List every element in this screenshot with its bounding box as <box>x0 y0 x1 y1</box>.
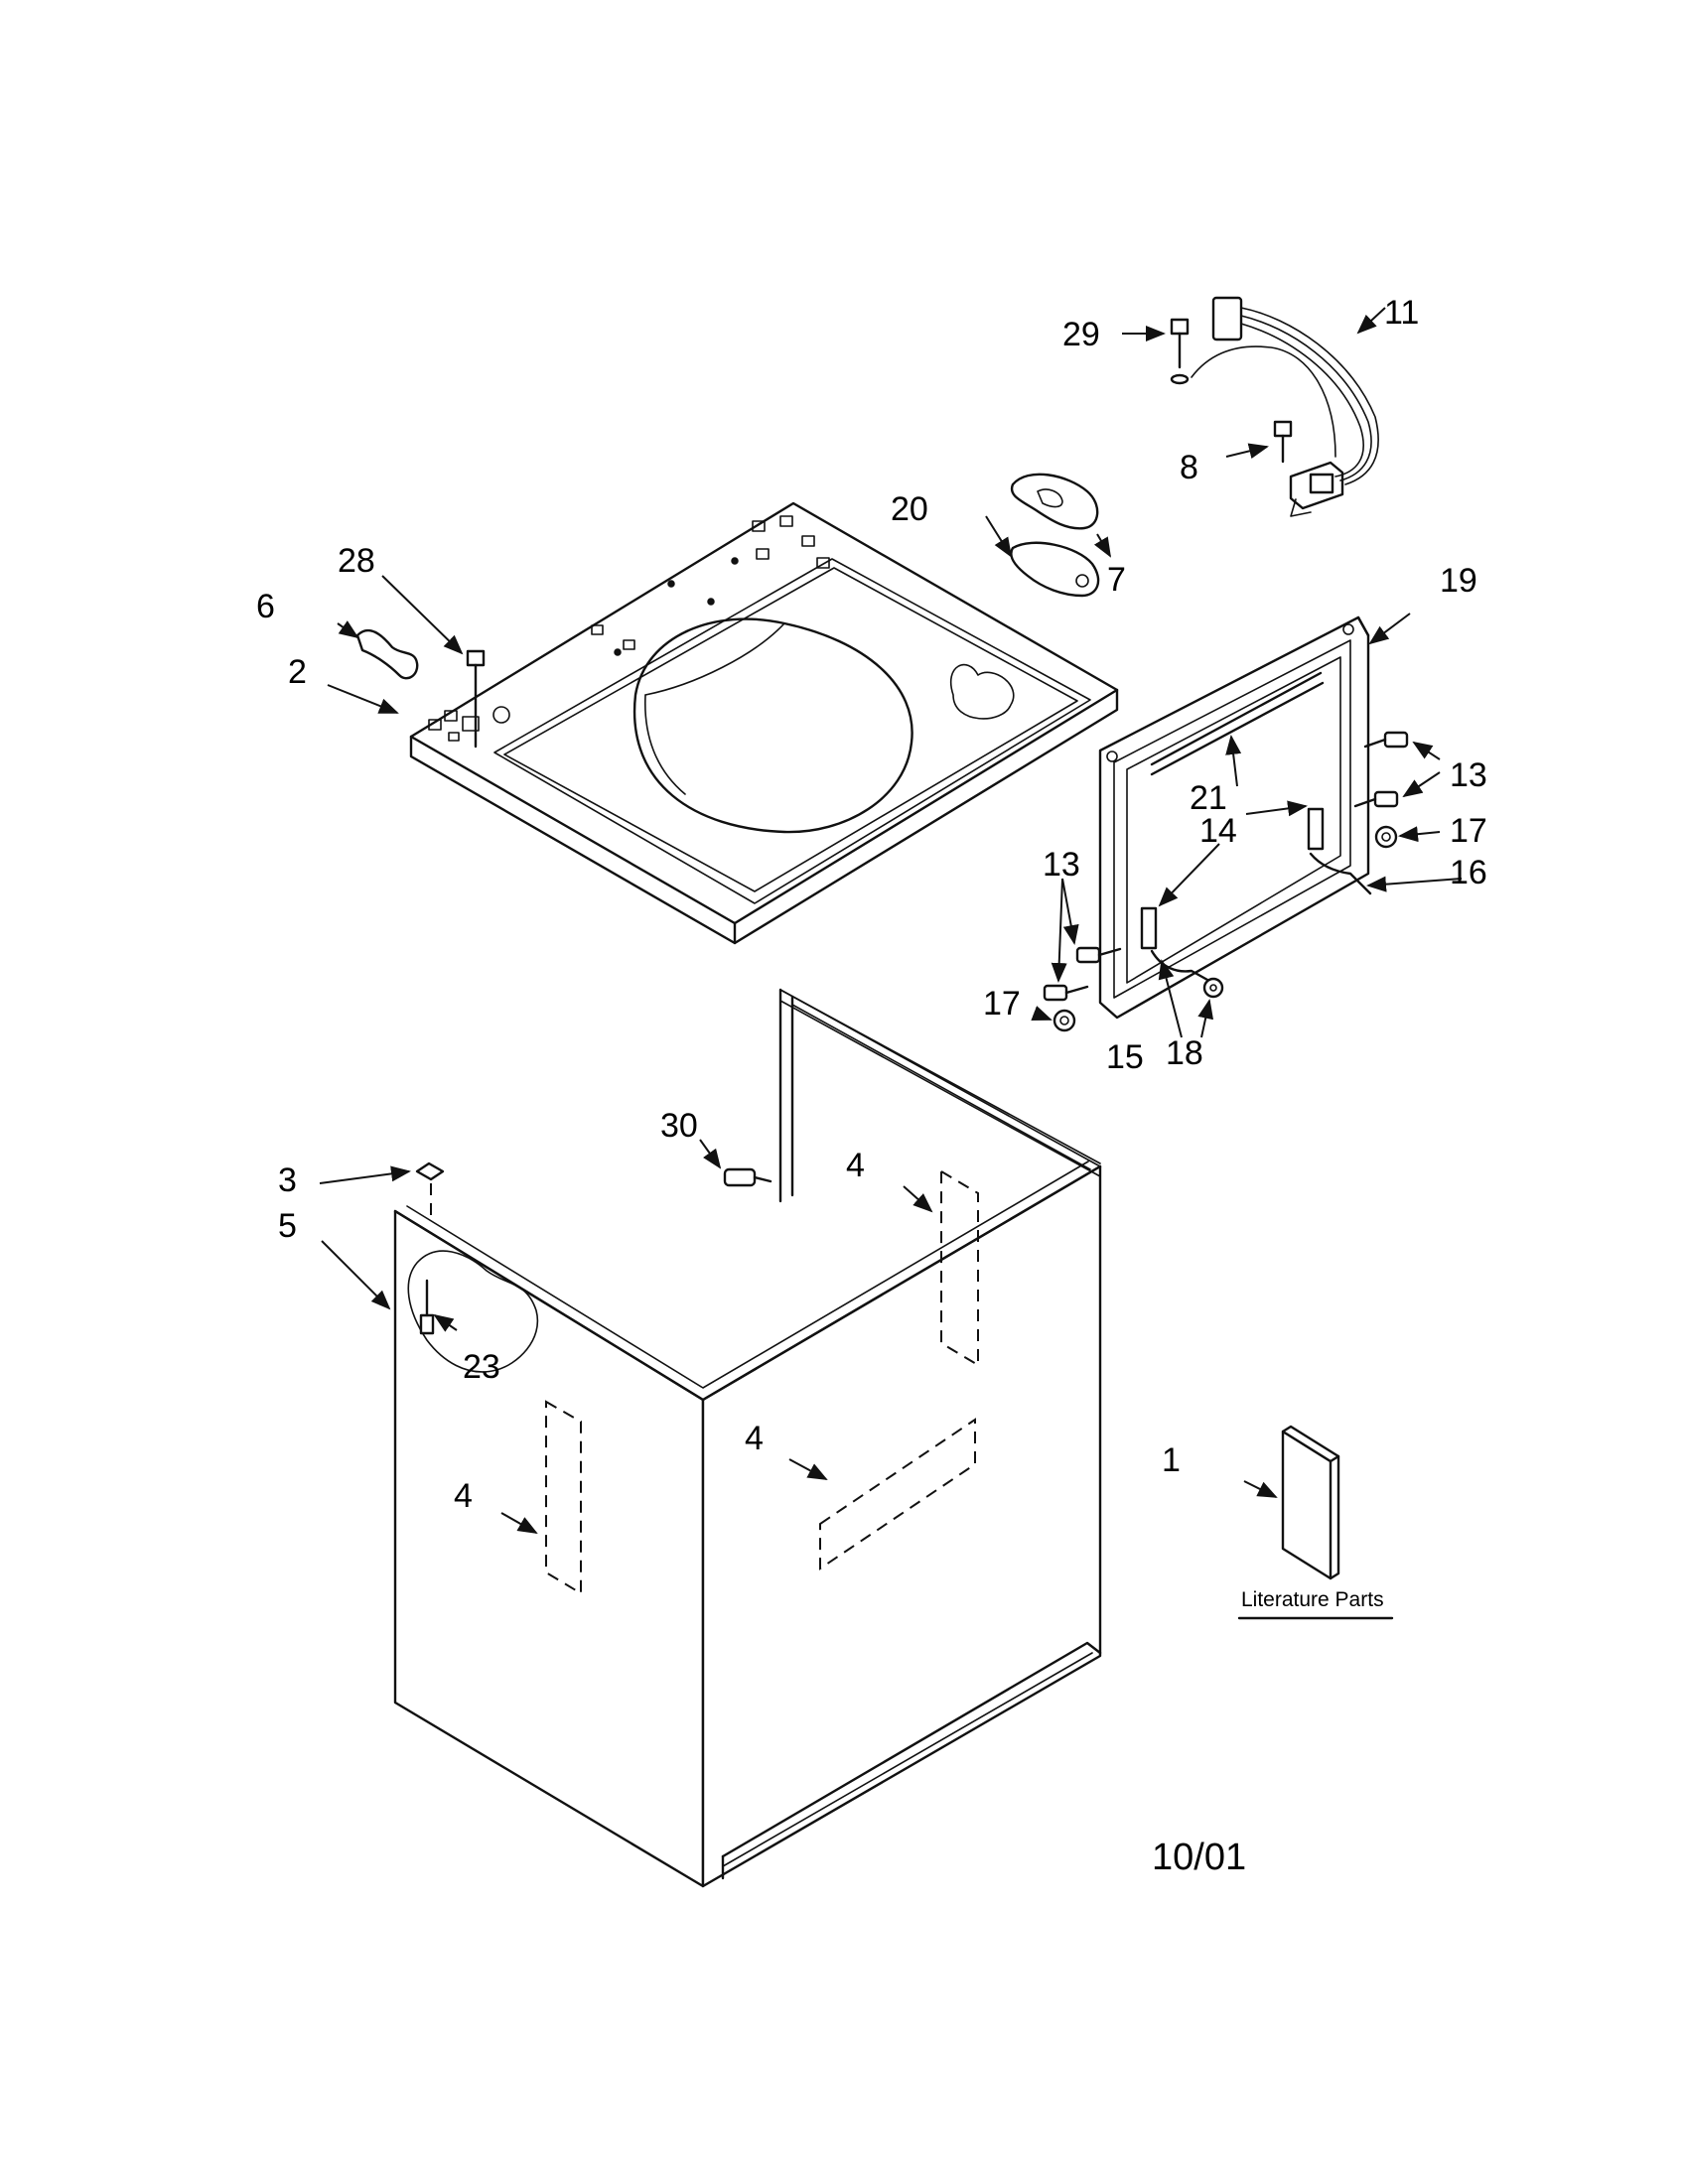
callout-21: 21 <box>1190 779 1227 817</box>
screw-icon <box>1353 790 1399 808</box>
switch-bracket-icon <box>466 649 486 749</box>
callout-5: 5 <box>278 1207 297 1245</box>
callout-4: 4 <box>454 1477 473 1515</box>
screw-icon <box>1363 731 1409 749</box>
ground-screw-icon <box>1170 318 1190 385</box>
wire-harness-icon <box>1191 296 1379 485</box>
label-outline <box>940 1169 979 1367</box>
screw-icon <box>419 1279 435 1335</box>
bushing-icon <box>1374 825 1398 849</box>
hinge-clip-icon <box>355 628 419 680</box>
bushing-icon <box>1202 977 1224 999</box>
callout-29: 29 <box>1062 316 1100 353</box>
callout-13: 13 <box>1043 846 1080 884</box>
top-panel <box>409 501 1119 945</box>
callout-7: 7 <box>1107 561 1126 599</box>
label-outline <box>819 1418 976 1570</box>
callout-17: 17 <box>983 985 1021 1023</box>
date-code: 10/01 <box>1152 1837 1246 1878</box>
callout-16: 16 <box>1450 854 1487 891</box>
leader-lines <box>319 307 1463 1534</box>
screw-icon <box>1043 984 1089 1002</box>
callout-19: 19 <box>1440 562 1477 600</box>
callout-8: 8 <box>1180 449 1198 486</box>
actuator-base-icon <box>1010 541 1100 598</box>
callout-23: 23 <box>463 1348 500 1386</box>
literature-booklet-icon <box>1281 1425 1340 1580</box>
cabinet <box>393 988 1102 1888</box>
clip-icon <box>415 1161 445 1181</box>
callout-28: 28 <box>338 542 375 580</box>
callout-1: 1 <box>1162 1441 1181 1479</box>
callout-4: 4 <box>846 1147 865 1184</box>
lid <box>1098 615 1372 1020</box>
label-outline <box>545 1400 582 1595</box>
screw-icon <box>1075 946 1122 964</box>
literature-parts-label: Literature Parts <box>1241 1588 1384 1611</box>
callout-20: 20 <box>891 490 928 528</box>
screw-icon <box>1273 420 1293 464</box>
callout-11: 11 <box>1384 294 1419 332</box>
callout-3: 3 <box>278 1161 297 1199</box>
callout-4: 4 <box>745 1420 764 1457</box>
callout-30: 30 <box>660 1107 698 1145</box>
callout-2: 2 <box>288 653 307 691</box>
callout-13: 13 <box>1450 756 1487 794</box>
callout-17: 17 <box>1450 812 1487 850</box>
callout-15: 15 <box>1106 1038 1144 1076</box>
callout-14: 14 <box>1199 812 1237 850</box>
bushing-icon <box>1052 1009 1076 1032</box>
callout-18: 18 <box>1166 1034 1203 1072</box>
lid-switch-icon <box>1289 461 1344 517</box>
actuator-icon <box>1010 473 1099 530</box>
callout-6: 6 <box>256 588 275 625</box>
screw-icon <box>723 1167 772 1187</box>
